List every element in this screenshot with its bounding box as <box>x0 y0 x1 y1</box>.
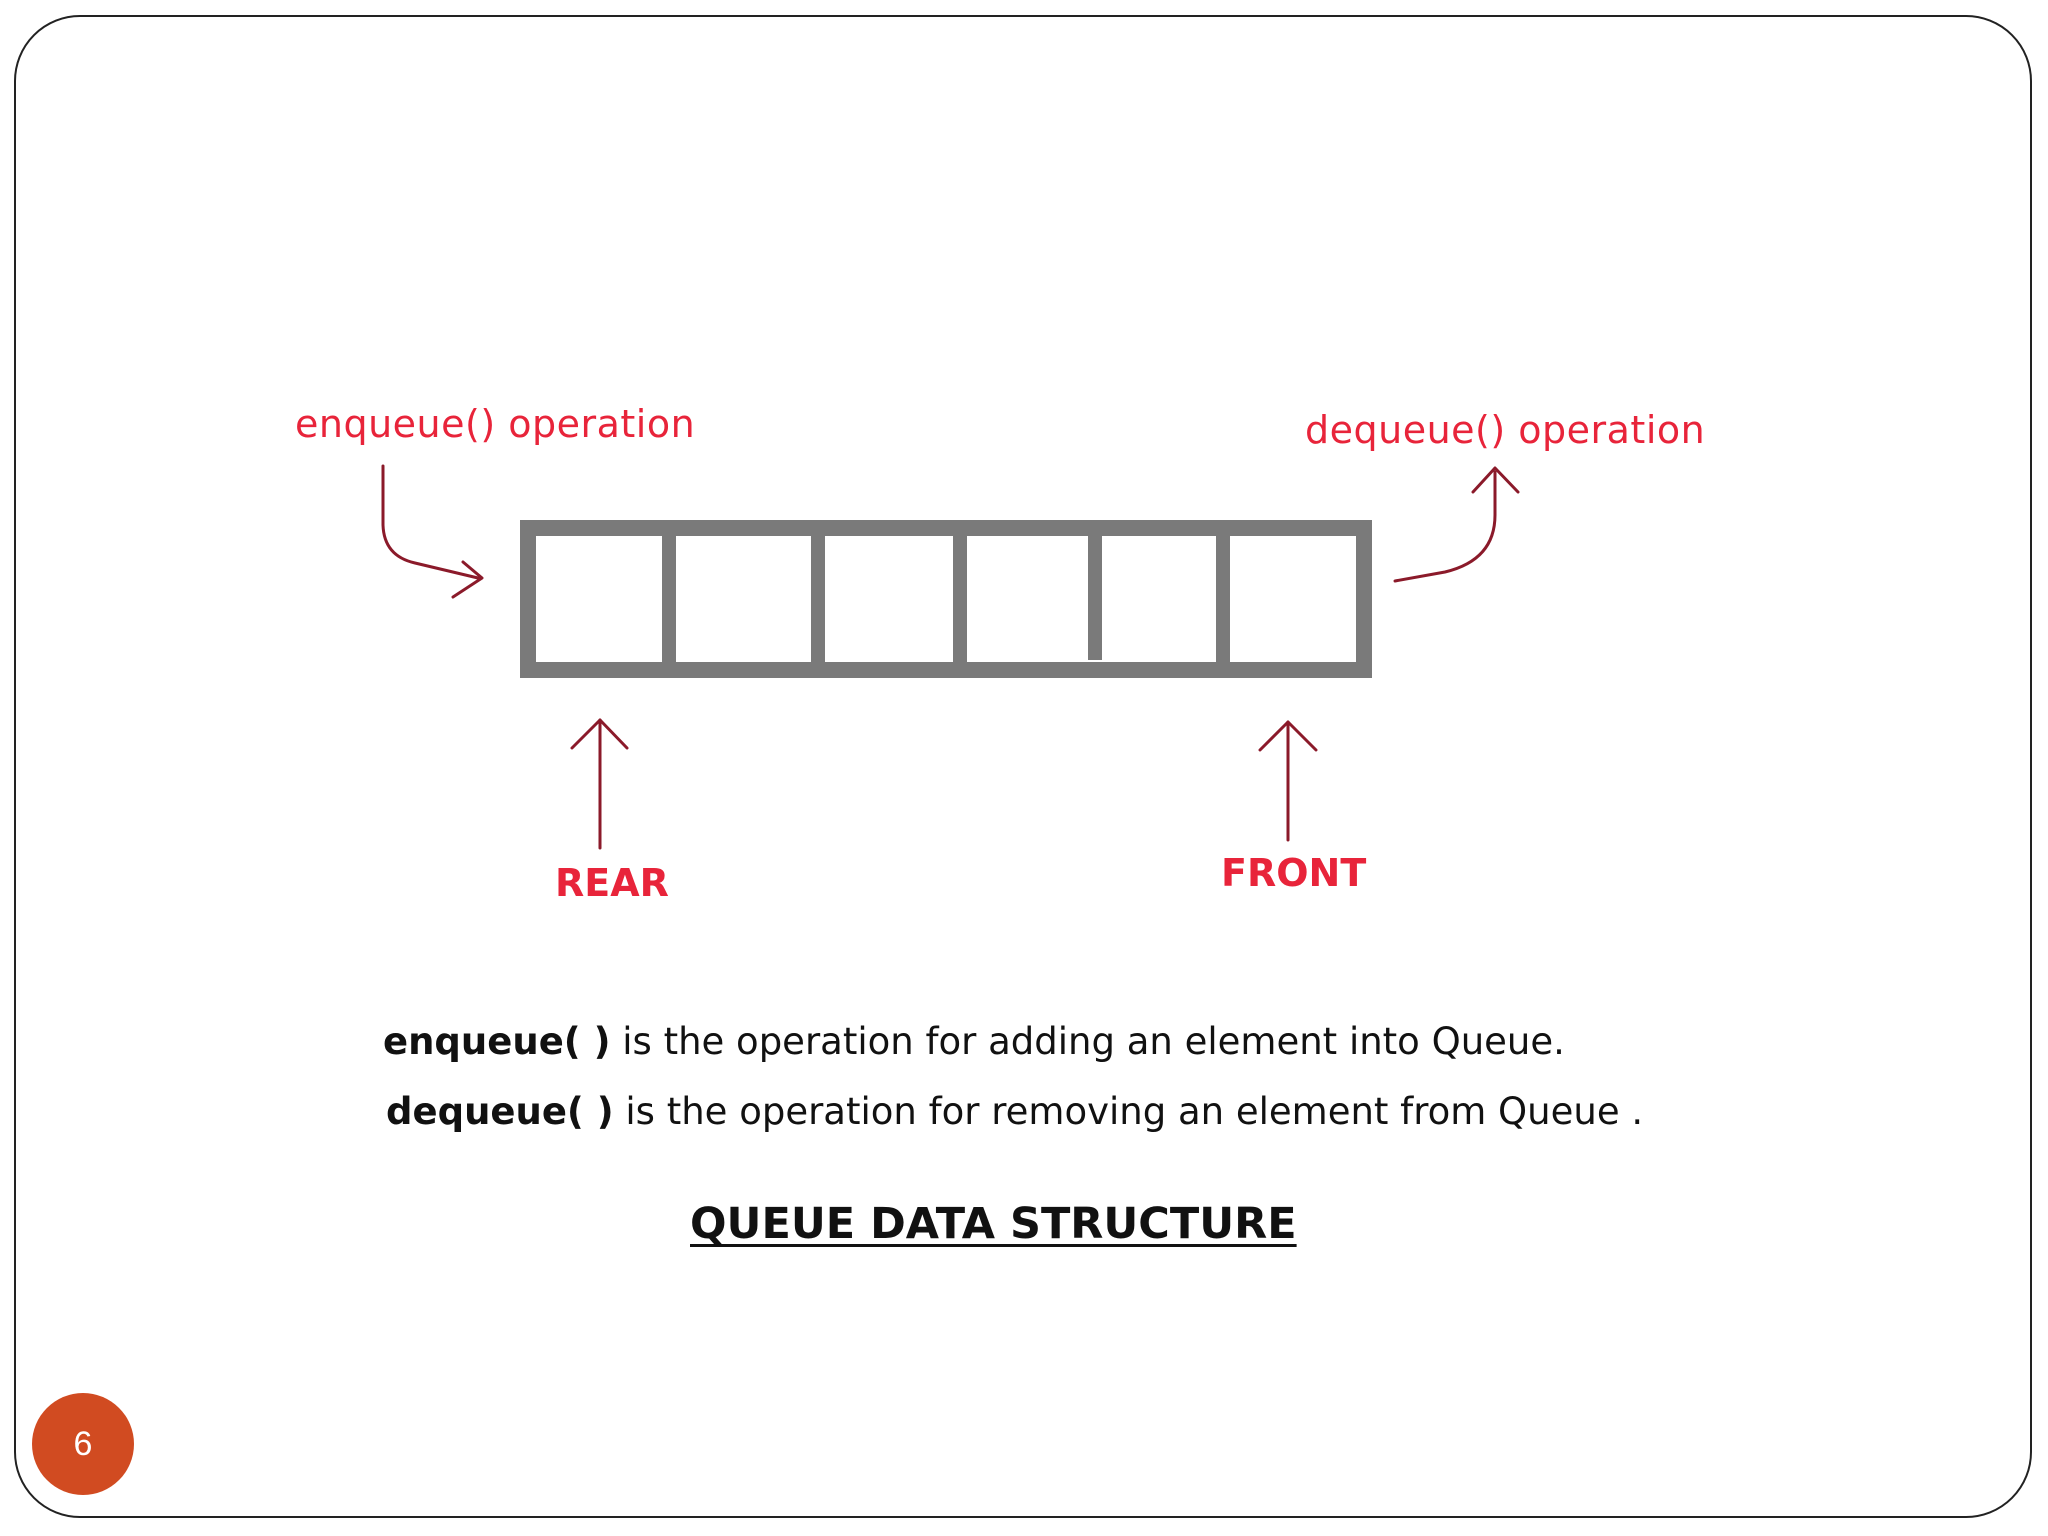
front-label: FRONT <box>1221 851 1367 895</box>
slide-frame <box>14 15 2032 1518</box>
dequeue-operation-label: dequeue() operation <box>1305 408 1706 452</box>
queue-dividers <box>662 528 1230 670</box>
queue-box <box>520 520 1372 678</box>
enqueue-term: enqueue( ) <box>383 1020 611 1063</box>
page-number-badge: 6 <box>32 1393 134 1495</box>
rear-label: REAR <box>555 861 669 905</box>
diagram-title: QUEUE DATA STRUCTURE <box>690 1199 1297 1249</box>
enqueue-arrow <box>381 464 484 599</box>
front-arrow <box>1258 720 1318 842</box>
enqueue-text: is the operation for adding an element i… <box>610 1020 1565 1063</box>
dequeue-term: dequeue( ) <box>386 1090 614 1133</box>
dequeue-description: dequeue( ) is the operation for removing… <box>386 1093 1643 1130</box>
dequeue-text: is the operation for removing an element… <box>613 1090 1644 1133</box>
dequeue-arrow <box>1393 466 1520 583</box>
enqueue-description: enqueue( ) is the operation for adding a… <box>383 1023 1565 1060</box>
enqueue-operation-label: enqueue() operation <box>295 402 696 446</box>
rear-arrow <box>570 718 629 850</box>
